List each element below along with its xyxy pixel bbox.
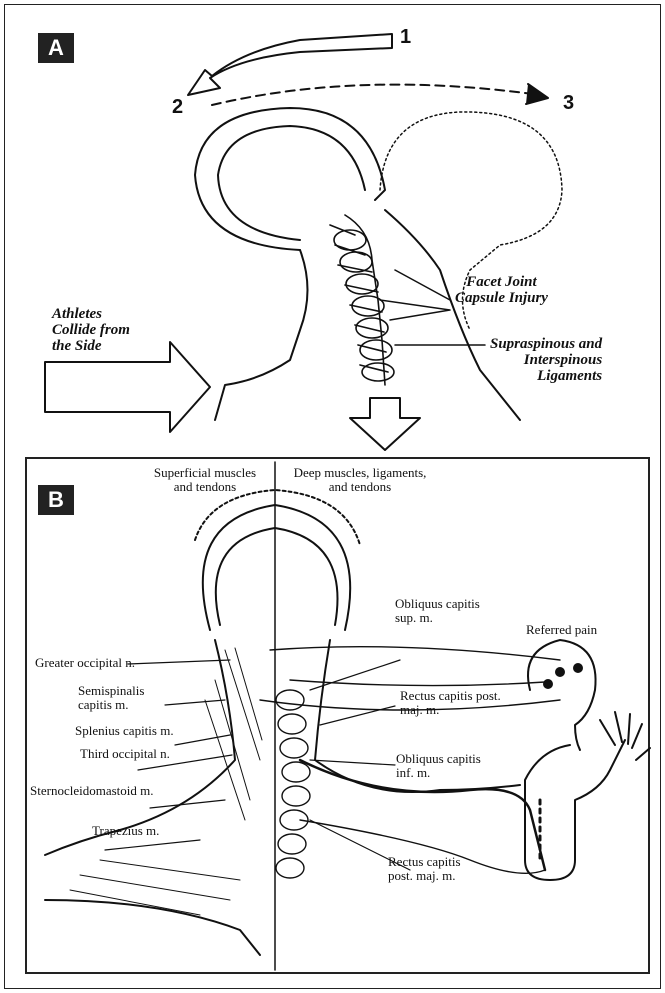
rectus-maj2-label: Rectus capitis post. maj. m. [388,855,461,883]
rectus-maj-label: Rectus capitis post. maj. m. [400,689,501,717]
step-3-label: 3 [563,92,574,115]
sternocleidomastoid-label: Sternocleidomastoid m. [30,784,153,798]
step-1-label: 1 [400,26,411,49]
facet-joint-label: Facet Joint Capsule Injury [455,274,548,306]
deep-header: Deep muscles, ligaments, and tendons [280,466,440,494]
obliquus-sup-label: Obliquus capitis sup. m. [395,597,480,625]
athletes-collide-label: Athletes Collide from the Side [52,306,130,355]
trapezius-label: Trapezius m. [92,824,159,838]
referred-pain-label: Referred pain [526,623,597,637]
obliquus-inf-label: Obliquus capitis inf. m. [396,752,481,780]
semispinalis-label: Semispinalis capitis m. [78,684,144,712]
third-occipital-label: Third occipital n. [80,747,170,761]
step-2-label: 2 [172,96,183,119]
supraspinous-label: Supraspinous and Interspinous Ligaments [490,336,602,385]
superficial-header: Superficial muscles and tendons [135,466,275,494]
panel-a-badge: A [38,33,74,63]
splenius-label: Splenius capitis m. [75,724,174,738]
greater-occipital-label: Greater occipital n. [35,656,135,670]
panel-b-badge: B [38,485,74,515]
